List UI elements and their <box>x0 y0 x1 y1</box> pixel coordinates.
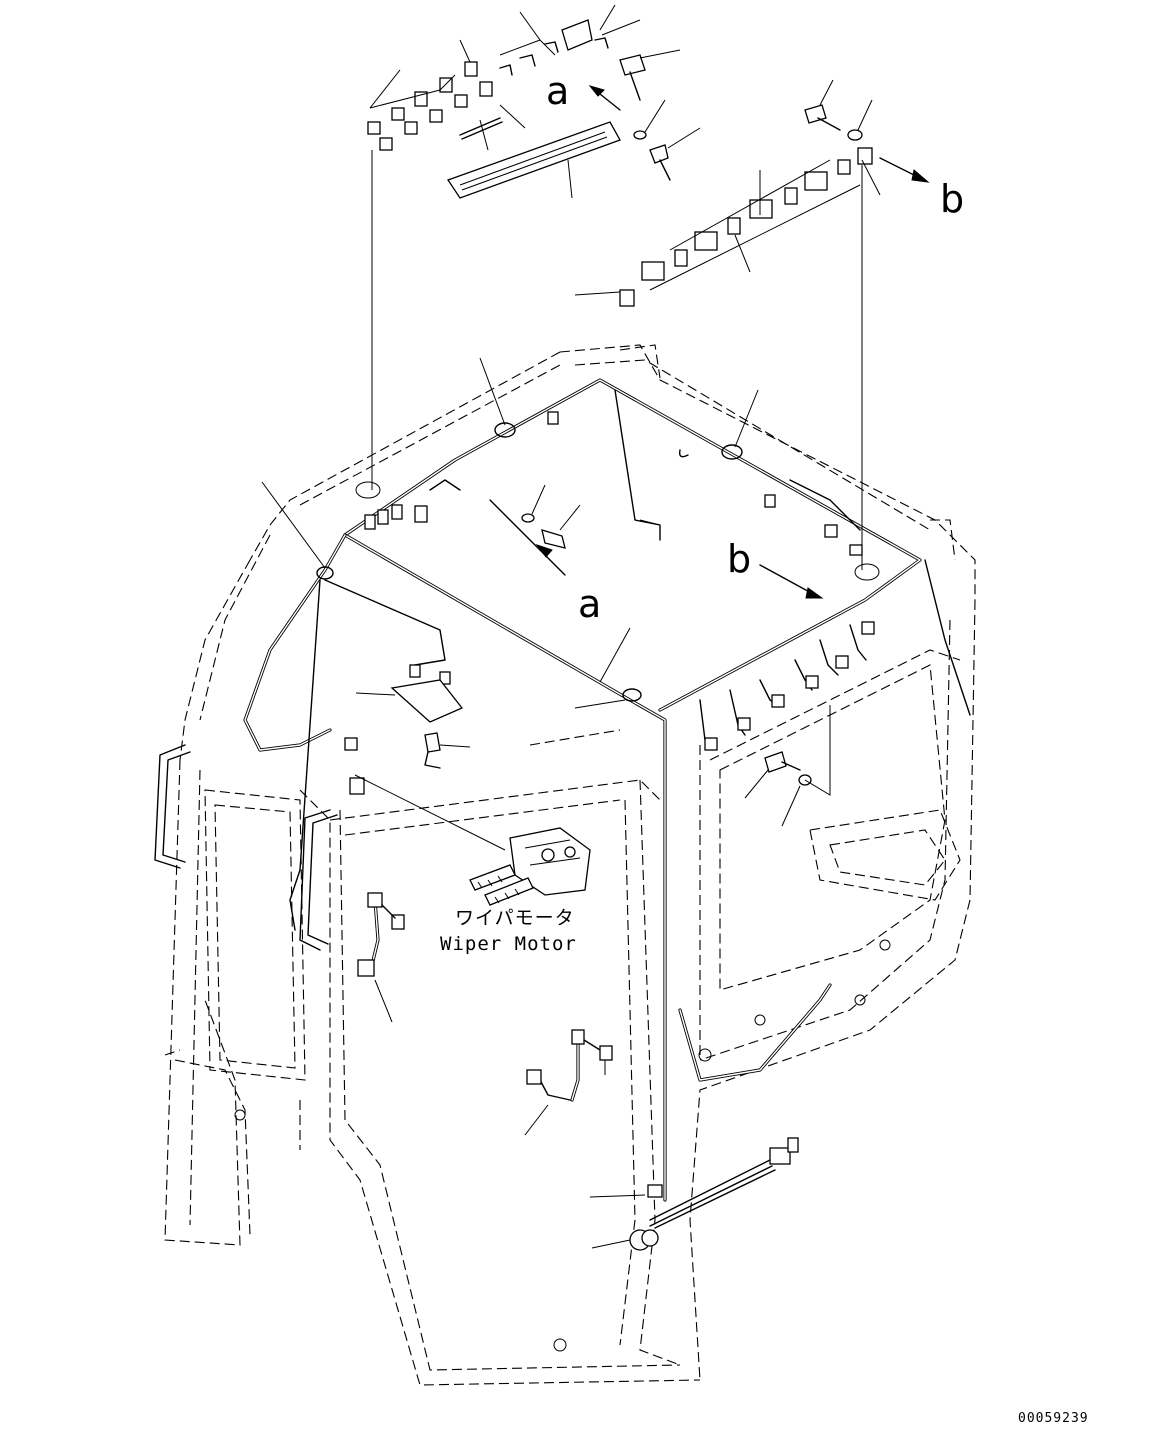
cab-frame <box>154 344 976 1386</box>
view-label-a-top: a <box>546 69 569 113</box>
view-labels: a b a b <box>546 69 964 626</box>
caption-japanese: ワイパモータ <box>455 907 575 929</box>
view-label-a-bottom: a <box>578 582 601 626</box>
connector-group-a <box>367 4 641 151</box>
wiper-motor-assembly <box>354 774 591 906</box>
connector-group-b <box>574 79 930 307</box>
drawing-number: 00059239 <box>1018 1411 1089 1426</box>
view-label-b-top: b <box>940 177 964 221</box>
caption-english: Wiper Motor <box>440 933 577 955</box>
top-bracket-and-fasteners <box>446 49 701 199</box>
roof-fasteners <box>261 357 824 709</box>
assembly-reference-lines <box>371 150 863 570</box>
right-fasteners <box>744 705 831 827</box>
roof-wiring-harness <box>243 378 971 1202</box>
lower-sub-harnesses <box>357 892 799 1251</box>
view-label-b-bottom: b <box>727 537 751 581</box>
left-cover-plate <box>355 679 471 769</box>
wiper-motor-caption: ワイパモータ Wiper Motor <box>440 907 577 955</box>
